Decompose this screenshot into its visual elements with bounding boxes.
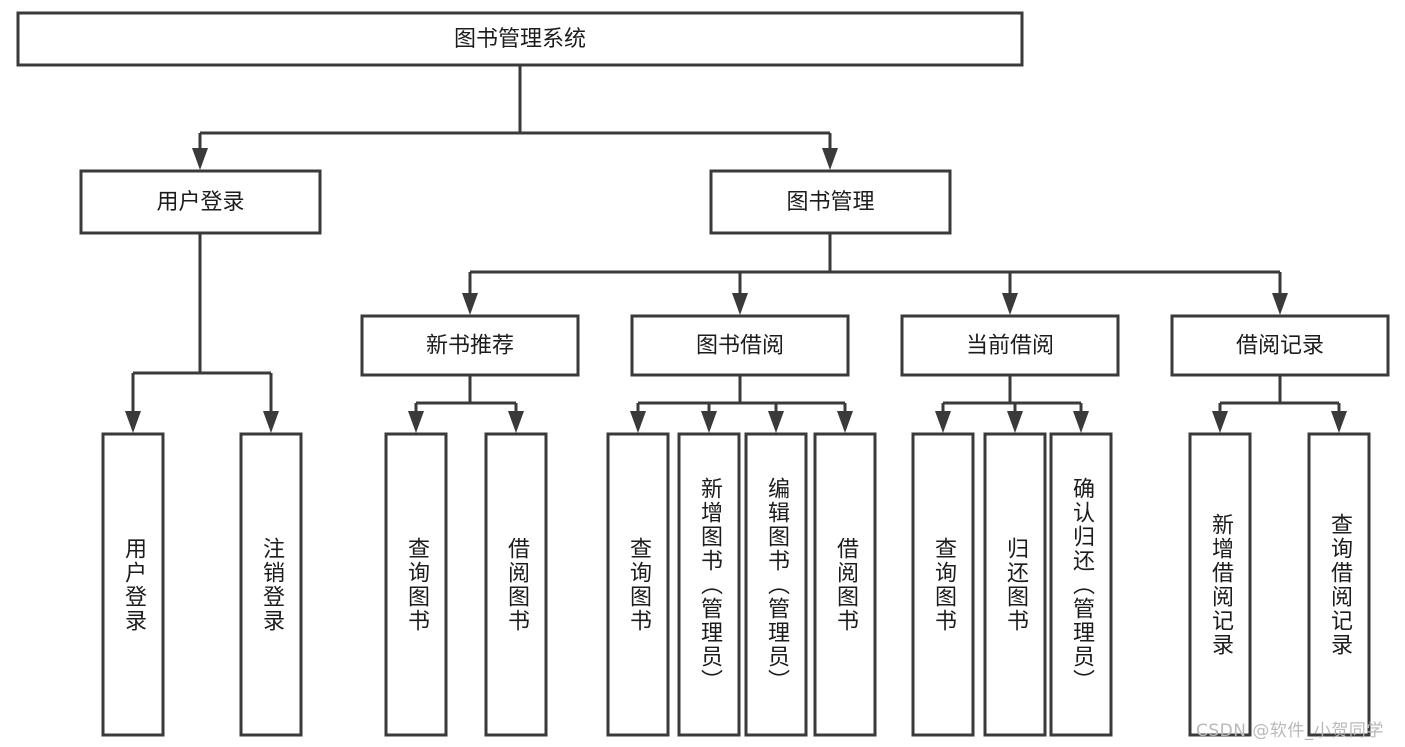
node-label-book-manage: 图书管理 (786, 190, 874, 215)
connector-group-borrow-record-to-leaves (1212, 375, 1347, 433)
arrow-head-icon (732, 293, 748, 315)
arrow-head-icon (768, 411, 784, 433)
arrow-head-icon (837, 411, 853, 433)
connector-group-book-borrow-to-leaves (630, 375, 853, 433)
node-label-current-borrow: 当前借阅 (966, 334, 1054, 359)
arrow-head-icon (1073, 411, 1089, 433)
node-box-leaf-edit-book (744, 432, 808, 737)
node-box-leaf-query-record (1307, 432, 1371, 737)
arrow-head-icon (701, 411, 717, 433)
connector-group-new-book-rec-to-leaves (408, 375, 524, 433)
node-box-leaf-return-book (983, 432, 1047, 737)
arrow-head-icon (408, 411, 424, 433)
node-box-leaf-query-book-2 (606, 432, 670, 737)
arrow-head-icon (1212, 411, 1228, 433)
node-box-current-borrow (900, 314, 1120, 377)
node-box-borrow-record (1170, 314, 1390, 377)
node-box-user-login (79, 169, 322, 235)
connector-group-user-login-to-leaves (125, 233, 279, 433)
connector-group-current-borrow-to-leaves (935, 375, 1089, 433)
node-label-new-book-rec: 新书推荐 (426, 334, 514, 359)
arrow-head-icon (822, 148, 838, 170)
arrow-head-icon (192, 148, 208, 170)
node-box-leaf-confirm-return (1049, 432, 1113, 737)
node-box-leaf-borrow-book-2 (813, 432, 877, 737)
arrow-head-icon (1002, 293, 1018, 315)
node-box-book-borrow (630, 314, 850, 377)
node-box-leaf-user-login (101, 432, 165, 737)
node-label-borrow-record: 借阅记录 (1236, 334, 1324, 359)
arrow-head-icon (630, 411, 646, 433)
arrow-head-icon (125, 411, 141, 433)
arrow-head-icon (1331, 411, 1347, 433)
arrow-head-icon (508, 411, 524, 433)
node-label-root: 图书管理系统 (454, 27, 586, 52)
node-box-leaf-query-book-1 (384, 432, 448, 737)
arrow-head-icon (462, 293, 478, 315)
connector-group-root-to-level2 (192, 65, 838, 170)
arrow-head-icon (1007, 411, 1023, 433)
node-box-leaf-borrow-book-1 (484, 432, 548, 737)
boxes-layer (16, 11, 1390, 737)
node-box-book-manage (709, 169, 952, 235)
node-box-leaf-add-book (677, 432, 741, 737)
connector-group-book-manage-to-level3 (462, 233, 1288, 315)
node-box-new-book-rec (360, 314, 580, 377)
node-box-leaf-user-logout (239, 432, 303, 737)
node-box-leaf-add-record (1188, 432, 1252, 737)
arrow-head-icon (263, 411, 279, 433)
connectors-layer (125, 65, 1347, 433)
arrow-head-icon (1272, 293, 1288, 315)
node-label-user-login: 用户登录 (156, 190, 244, 215)
arrow-head-icon (935, 411, 951, 433)
node-box-root (16, 11, 1024, 67)
node-label-book-borrow: 图书借阅 (696, 334, 784, 359)
watermark-text: CSDN @软件_小贺同学 (1196, 721, 1384, 741)
node-box-leaf-query-book-3 (911, 432, 975, 737)
